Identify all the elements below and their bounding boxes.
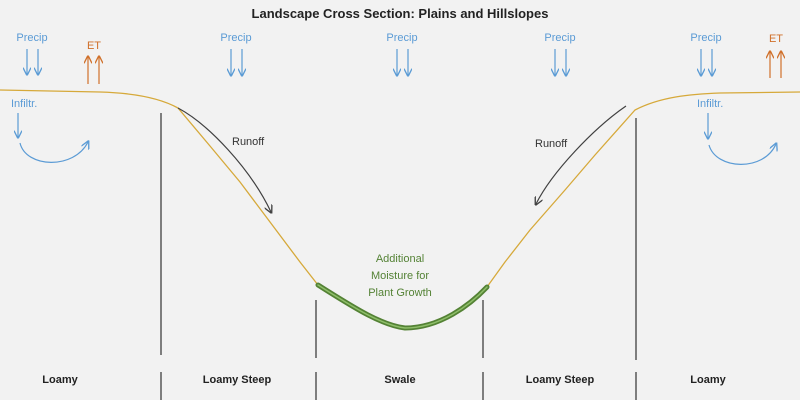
curved-arrow-icon — [536, 105, 627, 204]
moisture-label-line2: Moisture for — [371, 270, 429, 282]
precip-label: Precip — [220, 32, 251, 44]
zone-label-loamy-steep-left: Loamy Steep — [203, 374, 272, 386]
zone-label-loamy-steep-right: Loamy Steep — [526, 374, 595, 386]
zone-label-swale: Swale — [384, 374, 415, 386]
runoff-left: Runoff — [177, 107, 271, 212]
precip-right-slope: Precip — [544, 32, 576, 75]
down-arrows-icon — [701, 49, 712, 75]
precip-label: Precip — [386, 32, 417, 44]
precip-swale: Precip — [386, 32, 418, 75]
moisture-label-line3: Plant Growth — [368, 287, 432, 299]
up-arrows-icon — [770, 52, 781, 78]
precip-label: Precip — [16, 32, 47, 44]
precip-label: Precip — [544, 32, 575, 44]
precip-left-slope: Precip — [220, 32, 252, 75]
moisture-band-highlight — [317, 284, 488, 329]
et-right: ET — [769, 33, 783, 78]
infiltration-right: Infiltr. — [697, 98, 776, 165]
infiltration-label: Infiltr. — [697, 98, 723, 110]
down-arrows-icon — [555, 49, 566, 75]
zone-label-loamy-right: Loamy — [690, 374, 726, 386]
et-label: ET — [87, 40, 101, 52]
down-arrows-icon — [27, 49, 38, 74]
runoff-label: Runoff — [535, 138, 568, 150]
infiltration-left: Infiltr. — [11, 98, 88, 163]
down-arrows-icon — [231, 49, 242, 75]
runoff-right: Runoff — [535, 105, 627, 204]
et-left: ET — [87, 40, 101, 84]
diagram-title: Landscape Cross Section: Plains and Hill… — [252, 6, 549, 21]
moisture-label-line1: Additional — [376, 253, 424, 265]
infiltration-label: Infiltr. — [11, 98, 37, 110]
zone-dividers — [160, 113, 637, 400]
zone-labels: Loamy Loamy Steep Swale Loamy Steep Loam… — [42, 374, 726, 386]
zone-label-loamy-left: Loamy — [42, 374, 78, 386]
precip-label: Precip — [690, 32, 721, 44]
curved-arrow-icon — [19, 142, 88, 163]
down-arrows-icon — [397, 49, 408, 75]
precip-left: Precip — [16, 32, 48, 74]
curved-arrow-icon — [708, 144, 776, 165]
curved-arrow-icon — [177, 107, 271, 212]
et-label: ET — [769, 33, 783, 45]
moisture-annotation: Additional Moisture for Plant Growth — [368, 253, 432, 299]
up-arrows-icon — [88, 57, 99, 84]
runoff-label: Runoff — [232, 136, 265, 148]
precip-right: Precip — [690, 32, 722, 75]
